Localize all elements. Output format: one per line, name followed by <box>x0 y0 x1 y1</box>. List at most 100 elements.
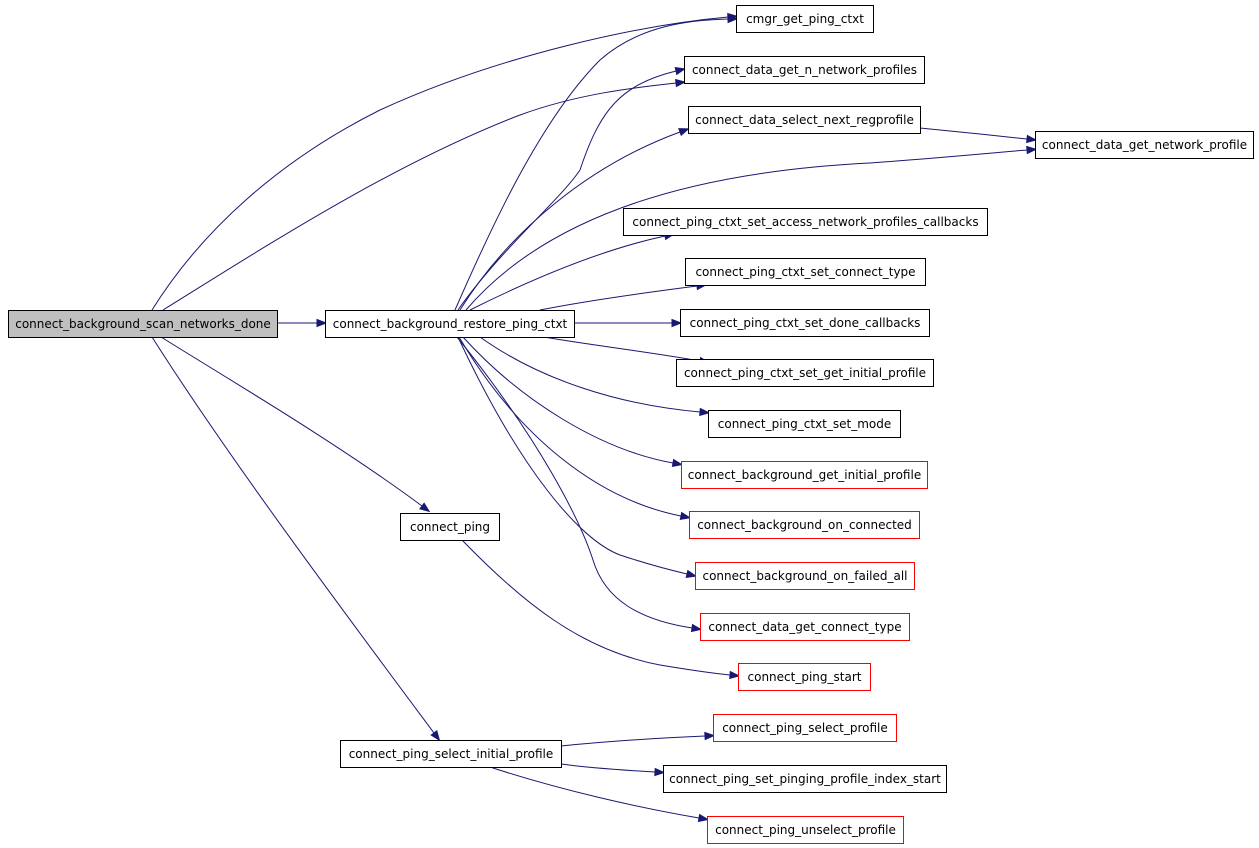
arrowhead-icon <box>729 670 741 680</box>
node-bg-failed-all[interactable]: connect_background_on_failed_all <box>695 562 915 590</box>
node-label: connect_data_get_network_profile <box>1042 138 1247 152</box>
edge-line <box>479 336 701 413</box>
node-get-n[interactable]: connect_data_get_n_network_profiles <box>684 56 925 84</box>
edge-restore-to-get_network <box>465 145 1038 311</box>
node-box <box>680 309 930 337</box>
node-label: connect_background_on_connected <box>697 518 912 532</box>
edge-root-to-ping <box>160 336 431 513</box>
node-cmgr[interactable]: cmgr_get_ping_ctxt <box>736 5 874 33</box>
node-box <box>738 663 871 691</box>
edge-line <box>160 336 423 507</box>
node-box <box>340 740 562 768</box>
node-box <box>8 310 278 338</box>
node-ping[interactable]: connect_ping <box>400 513 500 541</box>
arrowhead-icon <box>727 14 739 24</box>
node-select-profile[interactable]: connect_ping_select_profile <box>713 714 897 742</box>
node-box <box>685 258 926 286</box>
node-box <box>700 613 910 641</box>
edge-line <box>462 336 674 464</box>
edge-line <box>456 336 693 629</box>
node-label: connect_ping_ctxt_set_access_network_pro… <box>632 215 978 229</box>
node-label: connect_ping_start <box>748 670 862 684</box>
edge-line <box>151 336 435 734</box>
edge-restore-to-bg_on_connected <box>458 336 692 521</box>
node-get-connect-type[interactable]: connect_data_get_connect_type <box>700 613 910 641</box>
node-set-get-initial[interactable]: connect_ping_ctxt_set_get_initial_profil… <box>676 359 934 387</box>
arrowhead-icon <box>671 458 684 468</box>
node-box <box>688 106 921 134</box>
node-box <box>623 208 988 236</box>
node-label: connect_background_scan_networks_done <box>15 317 271 331</box>
edge-line <box>560 735 706 747</box>
node-set-pinging[interactable]: connect_ping_set_pinging_profile_index_s… <box>663 765 947 793</box>
arrowhead-icon <box>674 67 687 76</box>
edge-root-to-get_n <box>162 78 687 311</box>
arrowhead-icon <box>1026 134 1038 144</box>
edge-restore-to-get_connect_type <box>456 336 703 633</box>
node-box <box>400 513 500 541</box>
node-set-access[interactable]: connect_ping_ctxt_set_access_network_pro… <box>623 208 988 236</box>
edge-line <box>465 149 1028 311</box>
edge-root-to-restore <box>277 318 328 328</box>
edges-layer <box>151 12 1038 823</box>
node-box <box>676 359 934 387</box>
node-set-done[interactable]: connect_ping_ctxt_set_done_callbacks <box>680 309 930 337</box>
edge-restore-to-cmgr <box>454 14 739 311</box>
node-set-connect-type[interactable]: connect_ping_ctxt_set_connect_type <box>685 258 926 286</box>
node-label: connect_data_get_n_network_profiles <box>692 63 917 77</box>
node-select-next[interactable]: connect_data_select_next_regprofile <box>688 106 921 134</box>
node-get-network[interactable]: connect_data_get_network_profile <box>1035 131 1254 159</box>
node-unselect[interactable]: connect_ping_unselect_profile <box>707 816 904 844</box>
node-box <box>689 511 920 539</box>
node-label: connect_ping_unselect_profile <box>715 823 896 837</box>
node-bg-get-initial[interactable]: connect_background_get_initial_profile <box>681 461 928 489</box>
edge-restore-to-get_n <box>457 67 687 311</box>
edge-restore-to-set_done <box>574 318 683 328</box>
arrowhead-icon <box>316 318 328 328</box>
edge-ping-to-ping_start <box>461 539 741 680</box>
node-box <box>1035 131 1254 159</box>
edge-line <box>459 131 681 311</box>
edge-restore-to-set_mode <box>479 336 711 417</box>
edge-restore-to-bg_get_initial <box>462 336 684 468</box>
node-box <box>695 562 915 590</box>
arrowhead-icon <box>704 731 716 741</box>
edge-line <box>457 336 688 575</box>
node-select-initial[interactable]: connect_ping_select_initial_profile <box>340 740 562 768</box>
edge-line <box>489 766 700 819</box>
arrowhead-icon <box>679 511 692 521</box>
node-label: connect_ping_ctxt_set_done_callbacks <box>690 316 921 330</box>
edge-root-to-select_initial <box>151 336 441 742</box>
edge-line <box>454 18 729 311</box>
edge-root-to-cmgr <box>151 12 739 311</box>
node-label: connect_ping_set_pinging_profile_index_s… <box>669 772 941 786</box>
edge-line <box>461 539 731 676</box>
node-restore[interactable]: connect_background_restore_ping_ctxt <box>325 310 575 338</box>
node-label: connect_ping_ctxt_set_mode <box>718 417 892 431</box>
edge-line <box>560 763 656 773</box>
arrowhead-icon <box>419 502 431 513</box>
node-set-mode[interactable]: connect_ping_ctxt_set_mode <box>708 410 901 438</box>
edge-restore-to-set_connect_type <box>539 281 708 311</box>
edge-restore-to-set_access <box>469 231 676 311</box>
node-label: connect_ping_select_profile <box>722 721 888 735</box>
node-label: connect_background_on_failed_all <box>702 569 907 583</box>
arrowhead-icon <box>1026 145 1038 155</box>
edge-restore-to-bg_failed_all <box>457 336 698 578</box>
edge-restore-to-select_next <box>459 128 690 311</box>
node-ping-start[interactable]: connect_ping_start <box>738 663 871 691</box>
arrowhead-icon <box>699 407 711 417</box>
node-box <box>325 310 575 338</box>
node-box <box>684 56 925 84</box>
node-bg-on-connected[interactable]: connect_background_on_connected <box>689 511 920 539</box>
node-label: connect_ping_ctxt_set_get_initial_profil… <box>684 366 926 380</box>
arrowhead-icon <box>675 78 687 88</box>
node-box <box>681 461 928 489</box>
edge-line <box>458 336 682 517</box>
edge-line <box>469 235 666 311</box>
arrowhead-icon <box>430 730 441 742</box>
node-label: connect_ping <box>410 520 490 534</box>
node-label: connect_data_get_connect_type <box>708 620 901 634</box>
